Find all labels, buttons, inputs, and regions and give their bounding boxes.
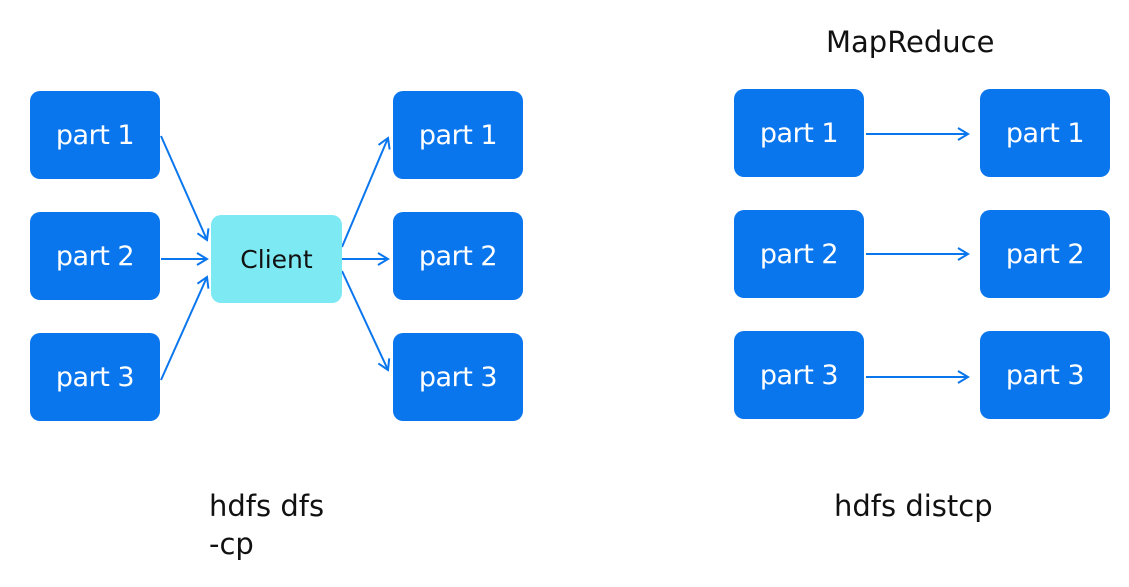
right-target-part-2: part 2 xyxy=(980,210,1110,298)
left-command-label: hdfs dfs -cp xyxy=(209,487,324,563)
left-target-part-1: part 1 xyxy=(393,91,523,179)
mapreduce-title: MapReduce xyxy=(826,25,995,59)
arrow-client-to-target1 xyxy=(341,136,391,248)
right-source-part-1: part 1 xyxy=(734,89,864,177)
left-target-part-3: part 3 xyxy=(393,333,523,421)
arrow-source1-to-client xyxy=(160,135,210,242)
left-source-part-1: part 1 xyxy=(30,91,160,179)
left-command-line1: hdfs dfs xyxy=(209,489,325,523)
arrow-source3-to-client xyxy=(160,275,210,381)
right-source-part-2: part 2 xyxy=(734,210,864,298)
right-target-part-3: part 3 xyxy=(980,331,1110,419)
left-command-line2: -cp xyxy=(209,527,254,561)
right-source-part-3: part 3 xyxy=(734,331,864,419)
left-source-part-2: part 2 xyxy=(30,212,160,300)
left-target-part-2: part 2 xyxy=(393,212,523,300)
right-command-label: hdfs distcp xyxy=(834,489,993,523)
right-target-part-1: part 1 xyxy=(980,89,1110,177)
client-node: Client xyxy=(211,215,342,303)
arrow-client-to-target3 xyxy=(341,270,391,372)
left-source-part-3: part 3 xyxy=(30,333,160,421)
